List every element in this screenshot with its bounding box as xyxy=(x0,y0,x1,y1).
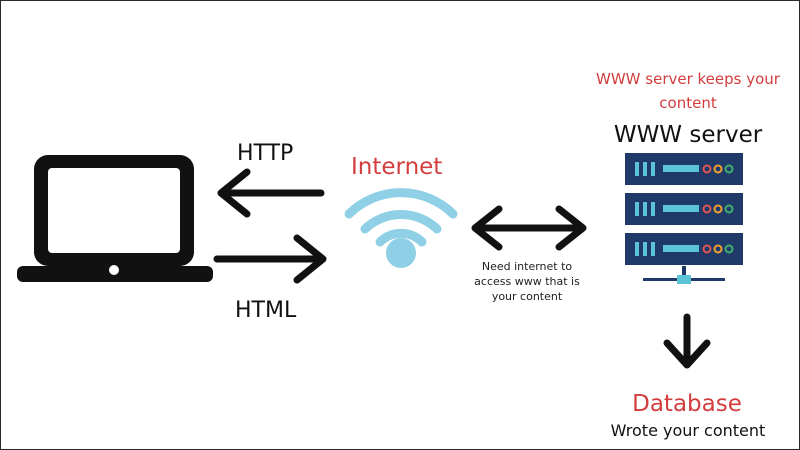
server-unit-3 xyxy=(625,233,743,265)
server-unit-1 xyxy=(625,153,743,185)
laptop-icon xyxy=(17,155,213,282)
internet-label: Internet xyxy=(351,154,443,180)
server-icon xyxy=(625,153,743,284)
wifi-icon xyxy=(344,188,458,268)
arrow-left-icon xyxy=(217,168,325,218)
server-unit-2 xyxy=(625,193,743,225)
arrow-right-icon xyxy=(213,234,327,284)
database-label: Database xyxy=(632,391,742,417)
arrow-down-icon xyxy=(663,313,711,369)
html-label: HTML xyxy=(235,298,297,323)
www-server-label: WWW server xyxy=(613,122,763,148)
internet-note: Need internet to access www that is your… xyxy=(474,260,580,303)
server-keeps-label: WWW server keeps your content xyxy=(596,70,780,112)
http-label: HTTP xyxy=(237,141,294,166)
double-arrow-icon xyxy=(471,205,587,251)
wrote-content-label: Wrote your content xyxy=(610,421,766,440)
